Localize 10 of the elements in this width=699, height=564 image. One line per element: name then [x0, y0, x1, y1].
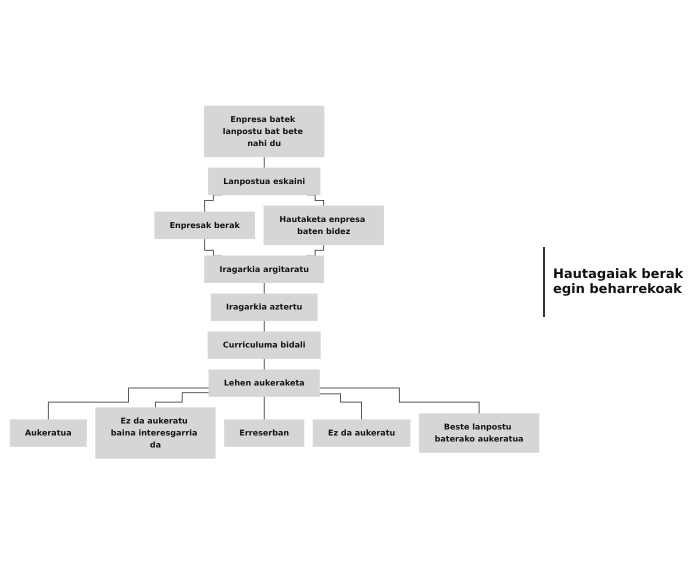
- connector: [48, 387, 210, 420]
- connector: [264, 358, 265, 370]
- bracket-note: Hautagaiak berak egin beharrekoak: [543, 247, 693, 317]
- connector: [264, 396, 265, 420]
- connector: [155, 392, 210, 408]
- connector: [319, 393, 362, 420]
- connector: [319, 387, 480, 414]
- connector: [264, 156, 265, 168]
- connector: [264, 320, 265, 332]
- connector: [264, 282, 265, 294]
